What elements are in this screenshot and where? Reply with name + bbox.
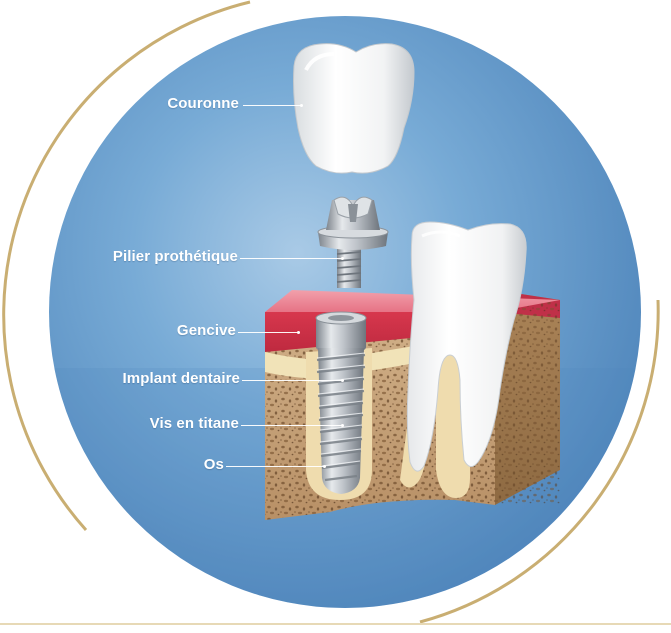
label-pilier-prothetique: Pilier prothétique (113, 248, 238, 266)
leader-dot-os (323, 465, 326, 468)
label-vis-en-titane: Vis en titane (150, 415, 239, 433)
label-gencive: Gencive (177, 322, 236, 340)
label-couronne: Couronne (167, 95, 239, 113)
leader-dot-pilier (341, 257, 344, 260)
leader-dot-implant (341, 379, 344, 382)
leader-gencive (238, 332, 298, 333)
leader-pilier (240, 258, 342, 259)
label-os: Os (204, 456, 224, 474)
leader-dot-gencive (297, 331, 300, 334)
leader-dot-couronne (300, 104, 303, 107)
leader-vis (241, 425, 342, 426)
leader-implant (242, 380, 342, 381)
leader-os (226, 466, 324, 467)
label-implant-dentaire: Implant dentaire (123, 370, 240, 388)
leader-dot-vis (341, 424, 344, 427)
leader-couronne (243, 105, 301, 106)
